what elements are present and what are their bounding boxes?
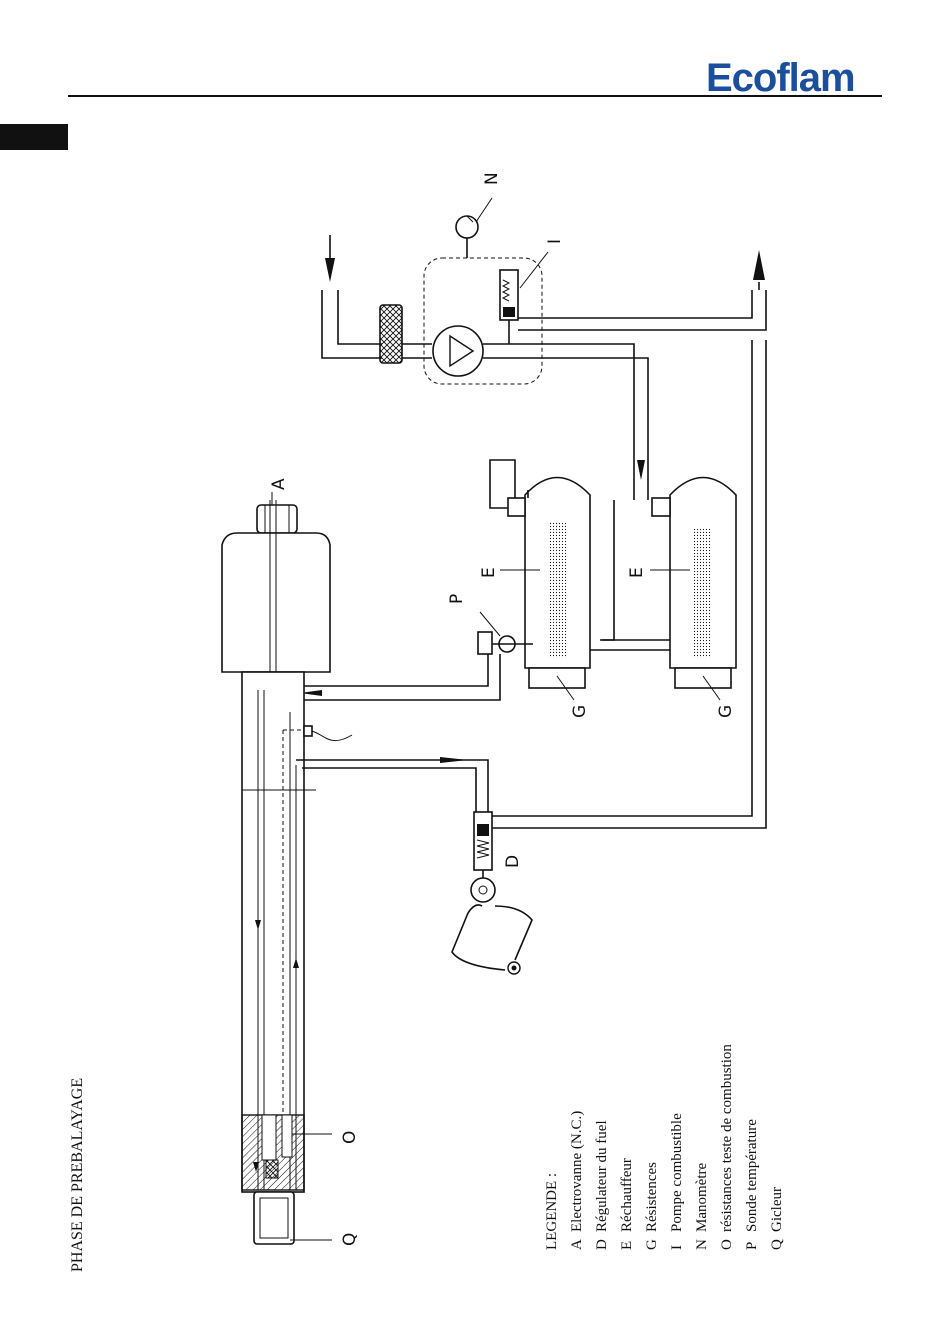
legend-item: P Sonde température	[744, 1119, 760, 1250]
svg-text:Q: Q	[769, 1239, 785, 1250]
svg-text:G: G	[644, 1239, 660, 1250]
svg-text:N: N	[694, 1239, 710, 1250]
svg-text:A: A	[569, 1239, 585, 1250]
page-tab-marker	[0, 124, 68, 150]
label-D: D	[503, 855, 523, 868]
svg-text:résistances teste de combustio: résistances teste de combustion	[719, 1044, 735, 1232]
legend-item: D Régulateur du fuel	[594, 1120, 610, 1250]
label-G-right: G	[716, 705, 736, 718]
fuel-filter	[380, 305, 402, 363]
label-E-left: E	[479, 567, 499, 578]
burner-assembly: A O Q	[222, 478, 488, 1246]
legend-heading: LEGENDE :	[544, 1173, 560, 1250]
svg-text:Réchauffeur: Réchauffeur	[619, 1158, 635, 1232]
label-A: A	[269, 478, 289, 490]
label-E-right: E	[627, 567, 647, 578]
legend-item: Q Gicleur	[769, 1187, 785, 1250]
label-I: I	[545, 239, 565, 244]
label-O: O	[340, 1131, 360, 1144]
svg-text:O: O	[719, 1239, 735, 1250]
legend-item: O résistances teste de combustion	[719, 1044, 735, 1250]
svg-text:Manomètre: Manomètre	[694, 1163, 710, 1232]
svg-text:Pompe combustible: Pompe combustible	[669, 1113, 685, 1232]
svg-text:Résistences: Résistences	[644, 1162, 660, 1232]
legend: LEGENDE : A Electrovanne (N.C.) D Régula…	[544, 1044, 785, 1250]
label-N: N	[482, 172, 502, 185]
svg-text:P: P	[744, 1242, 760, 1250]
svg-text:Electrovanne (N.C.): Electrovanne (N.C.)	[569, 1111, 585, 1232]
svg-text:Sonde température: Sonde température	[744, 1119, 760, 1232]
svg-text:D: D	[594, 1239, 610, 1250]
label-P: P	[447, 594, 467, 604]
legend-item: A Electrovanne (N.C.)	[569, 1111, 585, 1250]
label-Q: Q	[340, 1233, 360, 1246]
page-title: PHASE DE PREBALAYAGE	[69, 1078, 86, 1272]
legend-item: I Pompe combustible	[669, 1113, 685, 1250]
legend-item: G Résistences	[644, 1162, 660, 1250]
svg-text:I: I	[669, 1245, 685, 1250]
nozzle-tube	[242, 672, 304, 1192]
svg-text:Gicleur: Gicleur	[769, 1187, 785, 1232]
manometer-symbol	[456, 216, 478, 238]
svg-text:E: E	[619, 1241, 635, 1250]
brand-logo: Ecoflam	[706, 56, 855, 100]
legend-item: E Réchauffeur	[619, 1158, 635, 1250]
pump-circuit: N I	[322, 172, 766, 500]
label-G-left: G	[570, 705, 590, 718]
legend-item: N Manomètre	[694, 1163, 710, 1250]
svg-text:Régulateur du fuel: Régulateur du fuel	[594, 1120, 610, 1232]
heaters: E G E G P	[290, 460, 736, 718]
